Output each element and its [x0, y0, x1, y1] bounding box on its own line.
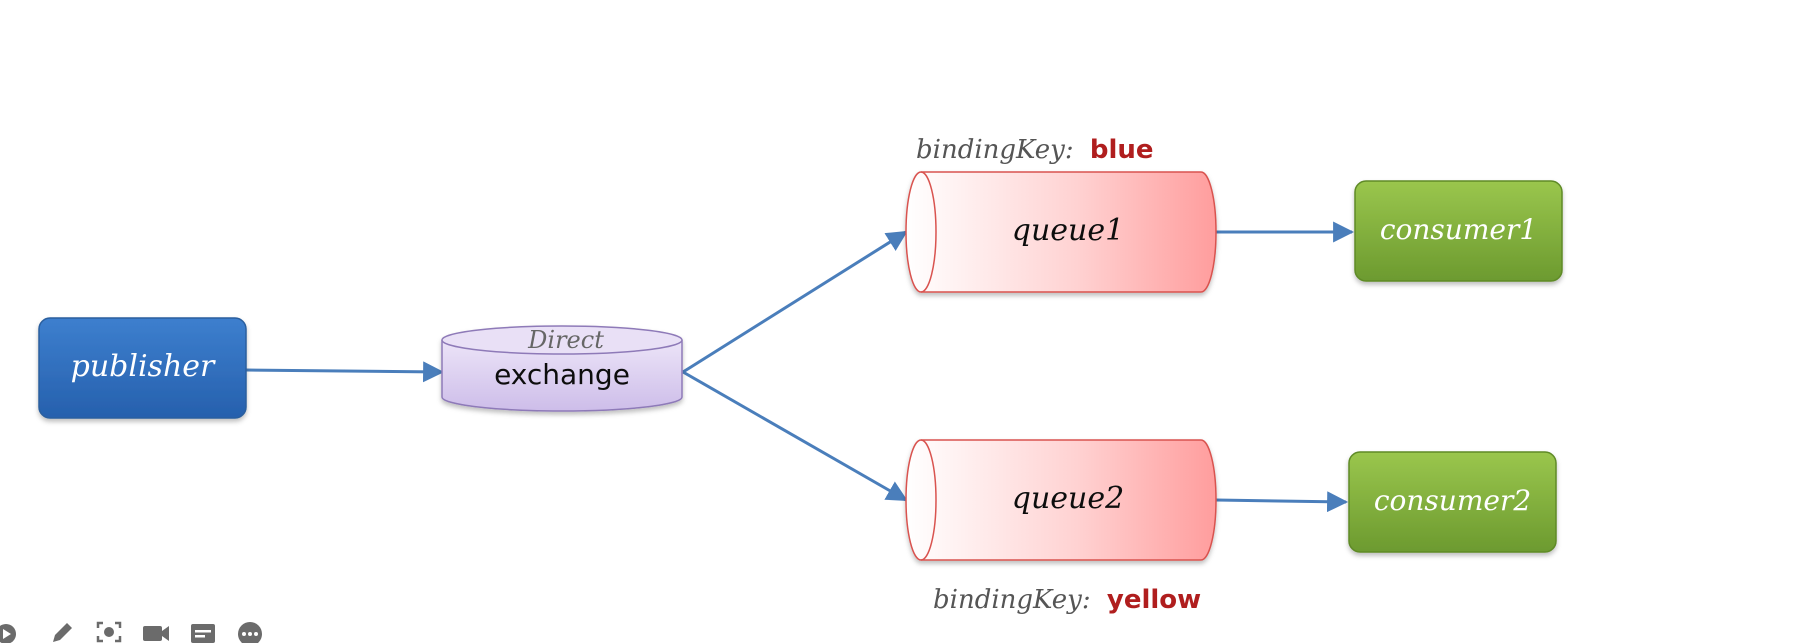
exchange-node: Direct exchange	[441, 325, 683, 412]
arrow-exchange-to-queue1	[682, 230, 908, 374]
queue1-label: queue1	[1012, 213, 1124, 248]
queue1-binding-prefix: bindingKey:	[916, 135, 1074, 165]
exchange-type-label: Direct	[527, 326, 604, 354]
queue2-binding-prefix: bindingKey:	[933, 585, 1091, 615]
queue2-binding: bindingKey: yellow	[933, 585, 1201, 615]
queue1-node: queue1	[905, 171, 1217, 293]
queue2-node: queue2	[905, 439, 1217, 561]
presentation-toolbar	[0, 620, 273, 643]
subtitle-icon	[190, 624, 215, 643]
camera-icon	[142, 626, 169, 641]
consumer1-node: consumer1	[1354, 180, 1563, 282]
publisher-label: publisher	[71, 349, 216, 384]
focus-button[interactable]	[85, 620, 132, 643]
arrow-exchange-to-queue2	[682, 370, 908, 502]
queue2-label: queue2	[1012, 481, 1124, 516]
pen-icon	[52, 623, 72, 642]
consumer2-node: consumer2	[1348, 451, 1557, 553]
more-icon	[237, 622, 262, 643]
camera-button[interactable]	[132, 620, 179, 643]
exchange-label: exchange	[494, 358, 630, 391]
arrows	[245, 221, 1355, 513]
consumer2-label: consumer2	[1374, 484, 1531, 517]
more-button[interactable]	[226, 620, 273, 643]
arrow-queue2-to-consumer2	[1215, 491, 1349, 513]
arrow-publisher-to-exchange	[245, 361, 445, 383]
publisher-node: publisher	[38, 317, 247, 419]
queue1-binding-key: blue	[1090, 135, 1154, 165]
play-icon	[0, 624, 16, 643]
queue2-binding-key: yellow	[1107, 585, 1201, 615]
subtitle-button[interactable]	[179, 620, 226, 643]
pen-button[interactable]	[38, 620, 85, 643]
queue1-binding: bindingKey: blue	[916, 135, 1154, 165]
play-button[interactable]	[0, 620, 22, 643]
consumer1-label: consumer1	[1380, 213, 1537, 246]
focus-icon	[96, 621, 121, 643]
